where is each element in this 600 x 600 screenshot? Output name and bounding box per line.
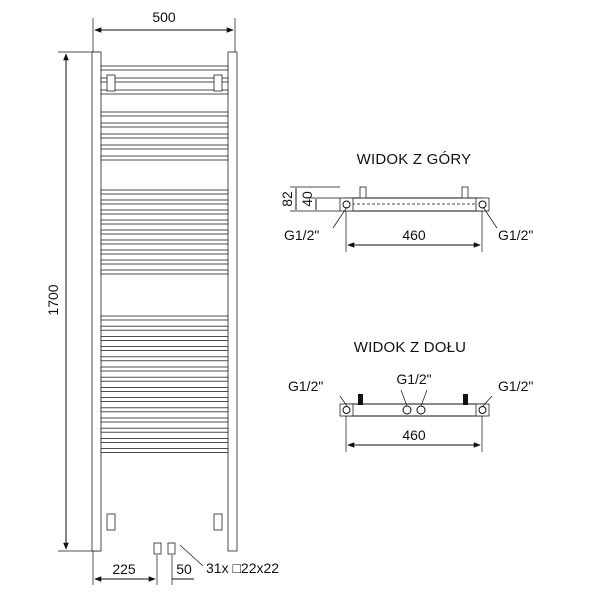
bracket-bottom-right (213, 513, 223, 531)
bottom-right-end-cap (475, 403, 490, 417)
bottom-center-connection-left (402, 405, 412, 415)
bottom-right-connection (478, 406, 487, 414)
horizontal-bar-22 (100, 356, 229, 362)
bottom-spacing-label: 460 (402, 427, 426, 443)
pipe-left (153, 542, 162, 555)
top-right-end-cap (475, 197, 490, 212)
horizontal-bar-13 (100, 229, 229, 235)
top-right-leader (482, 206, 498, 229)
top-left-connection-label: G1/2" (284, 227, 319, 243)
top-left-leader (332, 206, 348, 229)
horizontal-bar-30 (100, 437, 229, 443)
depth-outer-label: 82 (279, 191, 295, 207)
depth-inner-label: 40 (299, 191, 315, 207)
bottom-right-bracket (463, 394, 468, 405)
top-right-connection (478, 200, 487, 209)
horizontal-bar-15 (100, 249, 229, 255)
top-right-bracket (461, 186, 469, 199)
horizontal-bars (100, 65, 229, 454)
bottom-right-leader (482, 395, 493, 407)
bottom-left-bracket (358, 394, 363, 405)
horizontal-bar-20 (100, 335, 229, 341)
horizontal-bar-17 (100, 269, 229, 275)
horizontal-bar-27 (100, 407, 229, 413)
left-rail (91, 51, 102, 552)
horizontal-bar-16 (100, 259, 229, 265)
pipe-spacing-label: 50 (176, 561, 192, 577)
horizontal-bar-24 (100, 376, 229, 382)
pipe-right (167, 542, 176, 555)
width-label: 500 (152, 9, 176, 25)
horizontal-bar-6 (100, 133, 229, 139)
horizontal-bar-2 (100, 77, 229, 83)
top-right-connection-label: G1/2" (498, 227, 533, 243)
horizontal-bar-7 (100, 144, 229, 150)
bars-label: 31x □22x22 (206, 560, 279, 576)
front-view: 500 1700 225 50 31x □22x22 (45, 9, 279, 585)
offset-left-label: 225 (112, 561, 136, 577)
bottom-center-leader-right (420, 389, 428, 407)
horizontal-bar-31 (100, 448, 229, 454)
bracket-top-left (106, 74, 116, 92)
horizontal-bar-10 (100, 199, 229, 205)
top-view: WIDOK Z GÓRY 82 40 460 G1/2" G1/2" (279, 151, 533, 252)
bottom-right-connection-label: G1/2" (498, 378, 533, 394)
bracket-bottom-left (106, 513, 116, 531)
bottom-center-connection-right (416, 405, 426, 415)
horizontal-bar-11 (100, 209, 229, 215)
bottom-center-leader-left (400, 389, 408, 407)
horizontal-bar-19 (100, 325, 229, 331)
bottom-view: WIDOK Z DOŁU G1/2" G1/2" G1/2" 460 (288, 339, 533, 452)
horizontal-bar-1 (100, 65, 229, 71)
bottom-left-end-cap (339, 403, 354, 417)
bracket-top-right (213, 74, 223, 92)
horizontal-bar-3 (100, 89, 229, 95)
height-label: 1700 (45, 284, 61, 315)
top-left-bracket (359, 186, 367, 199)
bottom-left-leader (339, 395, 348, 407)
horizontal-bar-21 (100, 346, 229, 352)
horizontal-bar-25 (100, 386, 229, 392)
top-left-end-cap (339, 197, 354, 212)
bottom-view-title: WIDOK Z DOŁU (354, 339, 466, 356)
bottom-left-connection-label: G1/2" (288, 378, 323, 394)
horizontal-bar-14 (100, 239, 229, 245)
bottom-left-connection (342, 406, 351, 414)
horizontal-bar-4 (100, 111, 229, 117)
horizontal-bar-9 (100, 189, 229, 195)
horizontal-bar-8 (100, 155, 229, 161)
horizontal-bar-12 (100, 219, 229, 225)
horizontal-bar-18 (100, 315, 229, 321)
horizontal-bar-28 (100, 417, 229, 423)
top-spacing-label: 460 (402, 227, 426, 243)
right-rail (227, 51, 238, 552)
top-view-title: WIDOK Z GÓRY (357, 151, 472, 168)
bars-leader (179, 544, 204, 567)
bottom-center-connection-label: G1/2" (396, 371, 431, 387)
horizontal-bar-29 (100, 427, 229, 433)
horizontal-bar-26 (100, 397, 229, 403)
horizontal-bar-23 (100, 366, 229, 372)
horizontal-bar-5 (100, 122, 229, 128)
